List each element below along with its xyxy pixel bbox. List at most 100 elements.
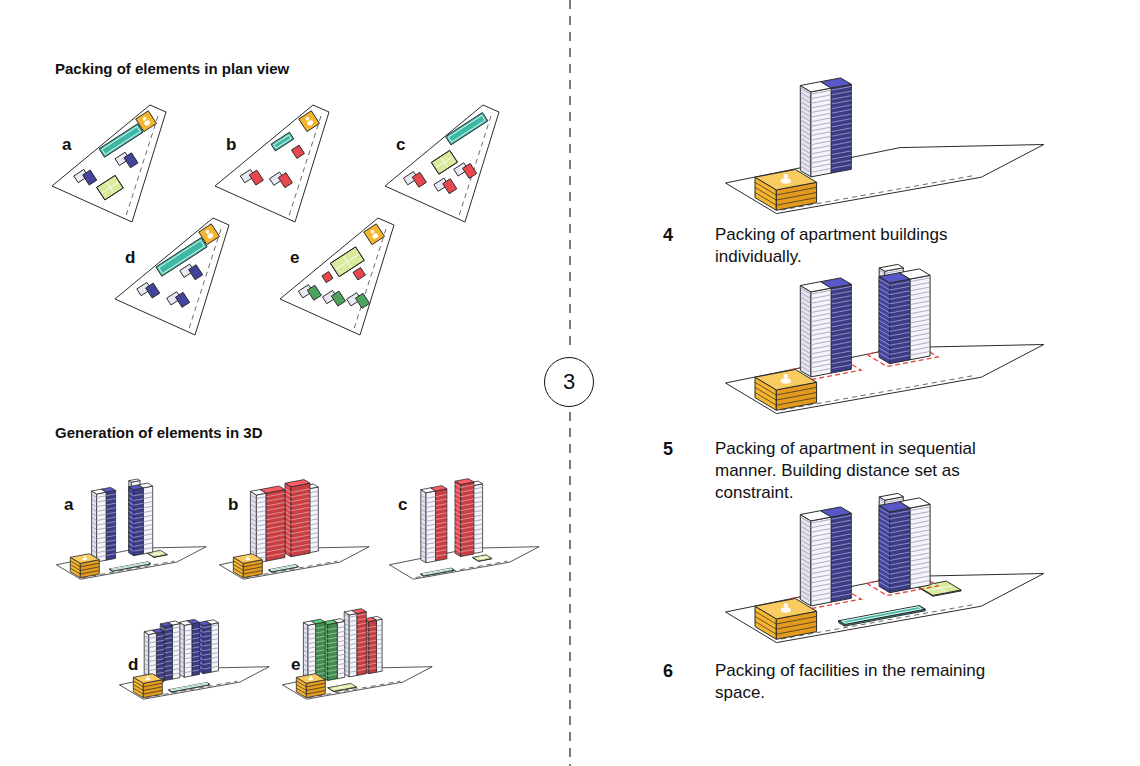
- apartment-tower: [184, 624, 192, 678]
- floor-line: [831, 594, 851, 598]
- floor-line: [376, 662, 382, 663]
- floor-line: [421, 495, 426, 498]
- floor-line: [436, 499, 447, 501]
- floor-line: [144, 659, 149, 662]
- floor-line: [256, 552, 266, 554]
- apartment-tower: [455, 481, 461, 556]
- floor-line: [291, 507, 310, 511]
- illustration-shape: [397, 113, 510, 210]
- floor-line: [328, 651, 338, 653]
- floor-line: [357, 618, 367, 620]
- apartment-tower: [800, 282, 831, 292]
- pool-edge: [423, 569, 453, 575]
- floor-line: [309, 514, 318, 516]
- floor-line: [455, 530, 461, 533]
- floor-line: [285, 549, 291, 553]
- floor-line: [156, 640, 164, 641]
- floor-line: [831, 342, 851, 346]
- floor-line: [144, 650, 149, 653]
- field-outline: [97, 175, 124, 200]
- floor-line: [266, 498, 285, 502]
- floor-line: [811, 341, 831, 345]
- floor-line: [184, 671, 192, 672]
- floor-line: [129, 534, 134, 537]
- floor-line: [203, 645, 211, 646]
- apartment-tower: [303, 621, 315, 625]
- floor-line: [357, 628, 367, 630]
- floor-line: [172, 655, 180, 656]
- floor-line: [296, 684, 306, 690]
- floor-line: [337, 654, 345, 655]
- facility-block: [133, 674, 162, 684]
- floor-line: [165, 647, 173, 648]
- field-line: [154, 552, 160, 556]
- floor-line: [337, 663, 345, 664]
- floor-line: [461, 508, 474, 511]
- floor-line: [129, 530, 134, 533]
- floor-line: [92, 508, 97, 511]
- floor-line: [461, 485, 474, 488]
- floor-line: [473, 547, 483, 549]
- floor-line: [303, 636, 308, 639]
- facility-icon: [310, 676, 312, 678]
- floor-line: [831, 114, 851, 118]
- floor-line: [461, 503, 474, 506]
- floor-line: [455, 521, 461, 524]
- floor-line: [203, 668, 211, 669]
- floor-line: [890, 305, 910, 309]
- floor-line: [211, 625, 219, 626]
- floor-line: [910, 342, 930, 346]
- variant-letter: e: [291, 655, 300, 675]
- floor-line: [811, 579, 831, 583]
- facility-icon: [784, 603, 788, 607]
- apartment-tower: [337, 621, 345, 678]
- floor-line: [455, 493, 461, 496]
- floor-line: [316, 627, 326, 629]
- floor-line: [303, 650, 308, 653]
- floor-line: [890, 337, 910, 341]
- floor-line: [316, 664, 326, 666]
- floor-line: [97, 519, 107, 521]
- floor-line: [308, 642, 316, 643]
- apartment-tower: [369, 620, 377, 674]
- apartment-tower: [179, 621, 192, 626]
- floor-line: [421, 523, 426, 526]
- floor-line: [266, 493, 285, 497]
- floor-line: [144, 640, 149, 643]
- floor-line: [455, 503, 461, 506]
- floor-line: [250, 527, 256, 531]
- floor-line: [831, 314, 851, 318]
- section-heading: Generation of elements in 3D: [55, 424, 263, 441]
- floor-line: [890, 515, 910, 519]
- floor-line: [349, 625, 357, 626]
- floor-line: [890, 529, 910, 533]
- floor-line: [308, 670, 316, 671]
- apartment-tower: [879, 264, 903, 271]
- floor-line: [291, 539, 310, 543]
- floor-line: [890, 341, 910, 345]
- floor-line: [831, 561, 851, 565]
- apartment-tower: [144, 630, 156, 634]
- floor-line: [910, 576, 930, 580]
- floor-line: [129, 502, 134, 505]
- floor-line: [890, 557, 910, 561]
- floor-line: [266, 539, 285, 543]
- floor-line: [357, 669, 367, 671]
- floor-line: [461, 540, 474, 543]
- floor-line: [129, 539, 134, 542]
- floor-line: [831, 589, 851, 593]
- floor-line: [890, 524, 910, 528]
- floor-line: [337, 645, 345, 646]
- floor-line: [337, 636, 345, 637]
- variant-letter: b: [228, 495, 238, 515]
- apartment-tower: [134, 488, 144, 556]
- apartment-tower: [92, 489, 107, 494]
- floor-line: [106, 526, 116, 528]
- floor-line: [129, 507, 134, 510]
- apartment-tower: [349, 614, 357, 677]
- apartment-tower: [266, 490, 285, 562]
- floor-line: [97, 556, 107, 558]
- floor-line: [266, 516, 285, 520]
- floor-line: [80, 563, 99, 567]
- setback-line: [288, 116, 321, 219]
